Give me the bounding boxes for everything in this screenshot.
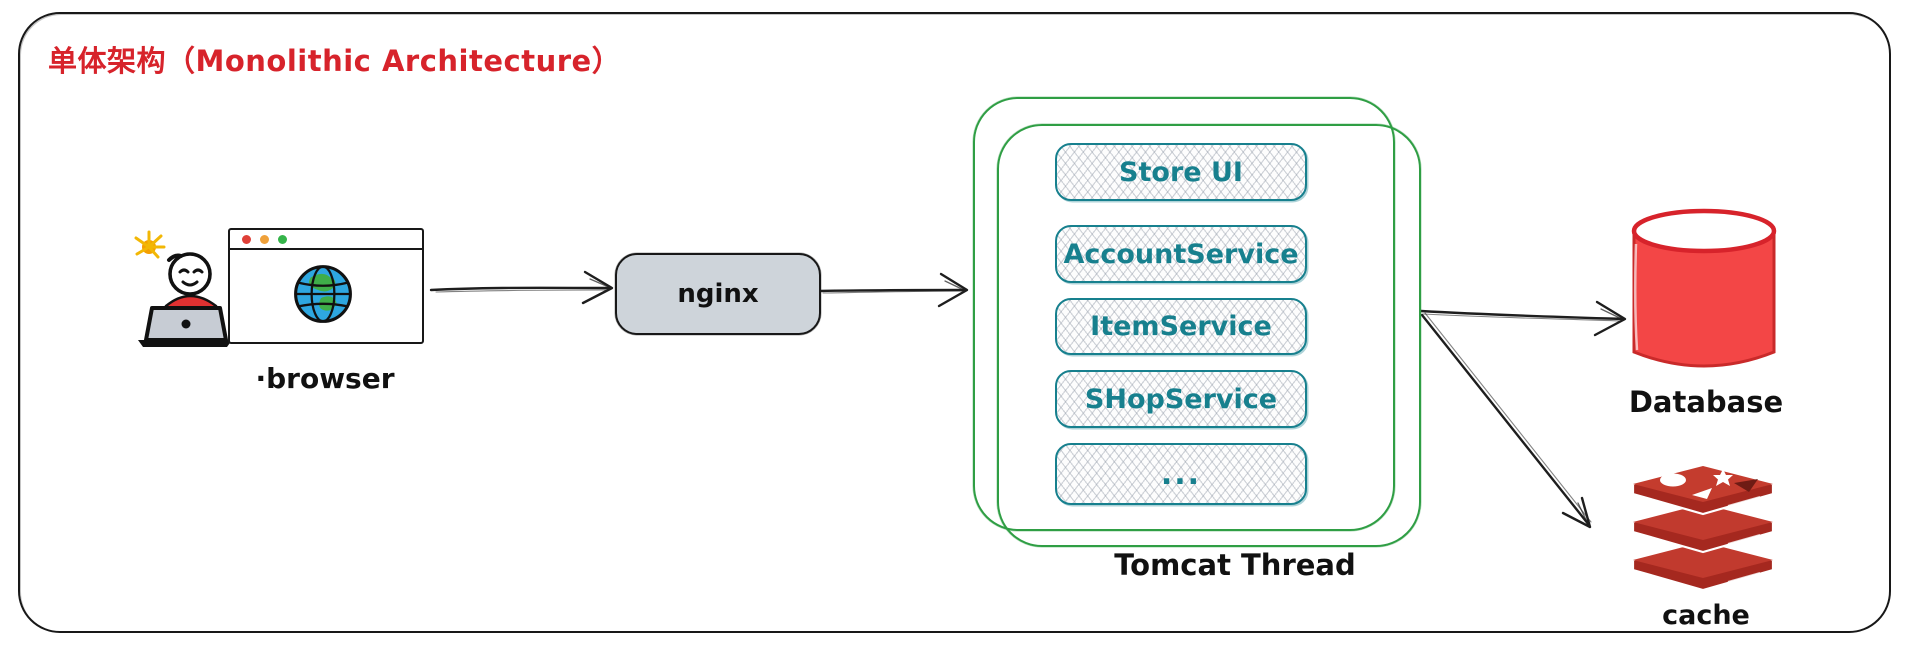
tomcat-container-inner <box>997 124 1421 547</box>
globe-icon <box>294 265 352 323</box>
database-label: Database <box>1628 385 1784 419</box>
diagram-title: 单体架构（Monolithic Architecture） <box>48 44 622 78</box>
redis-dark-triangle-shape <box>1734 479 1758 492</box>
redis-circle-shape <box>1660 473 1686 487</box>
redis-stack-icon <box>1631 464 1775 592</box>
service-box-item-service: ItemService <box>1055 298 1307 355</box>
person-at-laptop-icon <box>134 230 232 347</box>
traffic-light-red-icon <box>242 234 251 244</box>
browser-label: ·browser <box>255 362 395 395</box>
cache-label: cache <box>1662 600 1750 631</box>
service-label: SHopService <box>1084 383 1278 415</box>
tomcat-thread-label: Tomcat Thread <box>1114 548 1356 582</box>
service-box-store-ui: Store UI <box>1055 143 1307 201</box>
service-label: ItemService <box>1090 311 1272 342</box>
database-cylinder-icon <box>1631 208 1777 368</box>
traffic-light-green-icon <box>278 234 287 244</box>
diagram-frame <box>18 12 1891 633</box>
service-label: Store UI <box>1119 156 1243 188</box>
sparkle-icon <box>134 230 166 259</box>
browser-titlebar <box>230 230 422 250</box>
service-box-ellipsis: ... <box>1055 443 1307 505</box>
service-box-shop-service: SHopService <box>1055 370 1307 428</box>
tomcat-container-outer <box>973 97 1395 531</box>
redis-triangle-shape <box>1692 488 1712 499</box>
service-label: AccountService <box>1063 238 1299 270</box>
browser-window-icon <box>228 228 424 344</box>
redis-star-shape <box>1713 469 1733 486</box>
nginx-label: nginx <box>677 279 759 309</box>
service-box-account-service: AccountService <box>1055 225 1307 283</box>
traffic-light-yellow-icon <box>260 234 269 244</box>
service-label: ... <box>1160 456 1202 492</box>
nginx-node: nginx <box>615 253 821 335</box>
